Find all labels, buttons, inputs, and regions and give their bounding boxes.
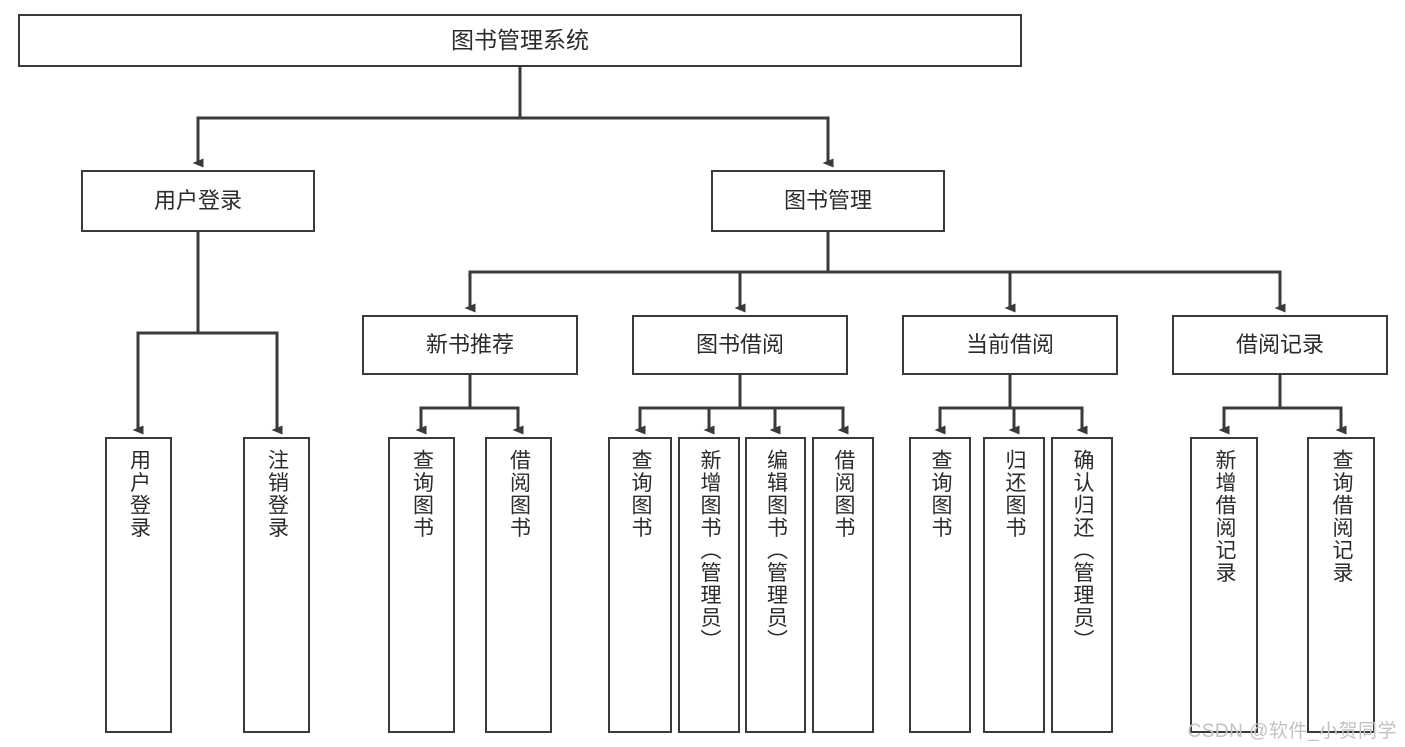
node-new-book-recommend-label: 新书推荐 (425, 332, 514, 358)
node-book-management-label: 图书管理 (783, 188, 872, 214)
csdn-watermark: CSDN @软件_小贺同学 (1187, 721, 1397, 742)
node-new-book-recommend[interactable]: 新书推荐 (362, 315, 578, 375)
node-book-borrow-label: 图书借阅 (695, 332, 784, 358)
leaf-query-book-current[interactable]: 查询图书 (909, 437, 971, 733)
node-borrow-record-label: 借阅记录 (1235, 332, 1324, 358)
node-root[interactable]: 图书管理系统 (18, 14, 1022, 67)
leaf-add-book-admin[interactable]: 新增图书（管理员） (678, 437, 740, 733)
leaf-add-borrow-record[interactable]: 新增借阅记录 (1190, 437, 1258, 733)
leaf-label: 新增图书（管理员） (698, 449, 722, 652)
leaf-query-borrow-record[interactable]: 查询借阅记录 (1307, 437, 1375, 733)
leaf-user-login[interactable]: 用户登录 (105, 437, 172, 733)
leaf-label: 借阅图书 (507, 449, 531, 539)
leaf-label: 查询图书 (629, 449, 653, 539)
leaf-edit-book-admin[interactable]: 编辑图书（管理员） (745, 437, 806, 733)
leaf-label: 用户登录 (127, 449, 151, 539)
node-current-borrow-label: 当前借阅 (965, 332, 1054, 358)
leaf-query-book-newbook[interactable]: 查询图书 (388, 437, 455, 733)
leaf-label: 确认归还（管理员） (1071, 449, 1095, 652)
leaf-query-book-borrow[interactable]: 查询图书 (608, 437, 672, 733)
node-book-management[interactable]: 图书管理 (711, 170, 945, 232)
node-root-label: 图书管理系统 (451, 26, 589, 53)
leaf-label: 编辑图书（管理员） (764, 449, 788, 652)
leaf-borrow-book[interactable]: 借阅图书 (812, 437, 874, 733)
leaf-label: 查询图书 (410, 449, 434, 539)
leaf-return-book[interactable]: 归还图书 (983, 437, 1045, 733)
leaf-label: 查询借阅记录 (1330, 449, 1354, 584)
node-user-login-label: 用户登录 (153, 188, 242, 214)
node-user-login[interactable]: 用户登录 (81, 170, 315, 232)
node-borrow-record[interactable]: 借阅记录 (1172, 315, 1388, 375)
leaf-confirm-return-admin[interactable]: 确认归还（管理员） (1051, 437, 1113, 733)
leaf-borrow-book-newbook[interactable]: 借阅图书 (485, 437, 552, 733)
leaf-label: 查询图书 (929, 449, 953, 539)
leaf-label: 新增借阅记录 (1213, 449, 1237, 584)
node-current-borrow[interactable]: 当前借阅 (902, 315, 1118, 375)
node-book-borrow[interactable]: 图书借阅 (632, 315, 848, 375)
leaf-label: 注销登录 (265, 449, 289, 539)
leaf-label: 归还图书 (1003, 449, 1027, 539)
leaf-label: 借阅图书 (832, 449, 856, 539)
leaf-logout-login[interactable]: 注销登录 (243, 437, 310, 733)
